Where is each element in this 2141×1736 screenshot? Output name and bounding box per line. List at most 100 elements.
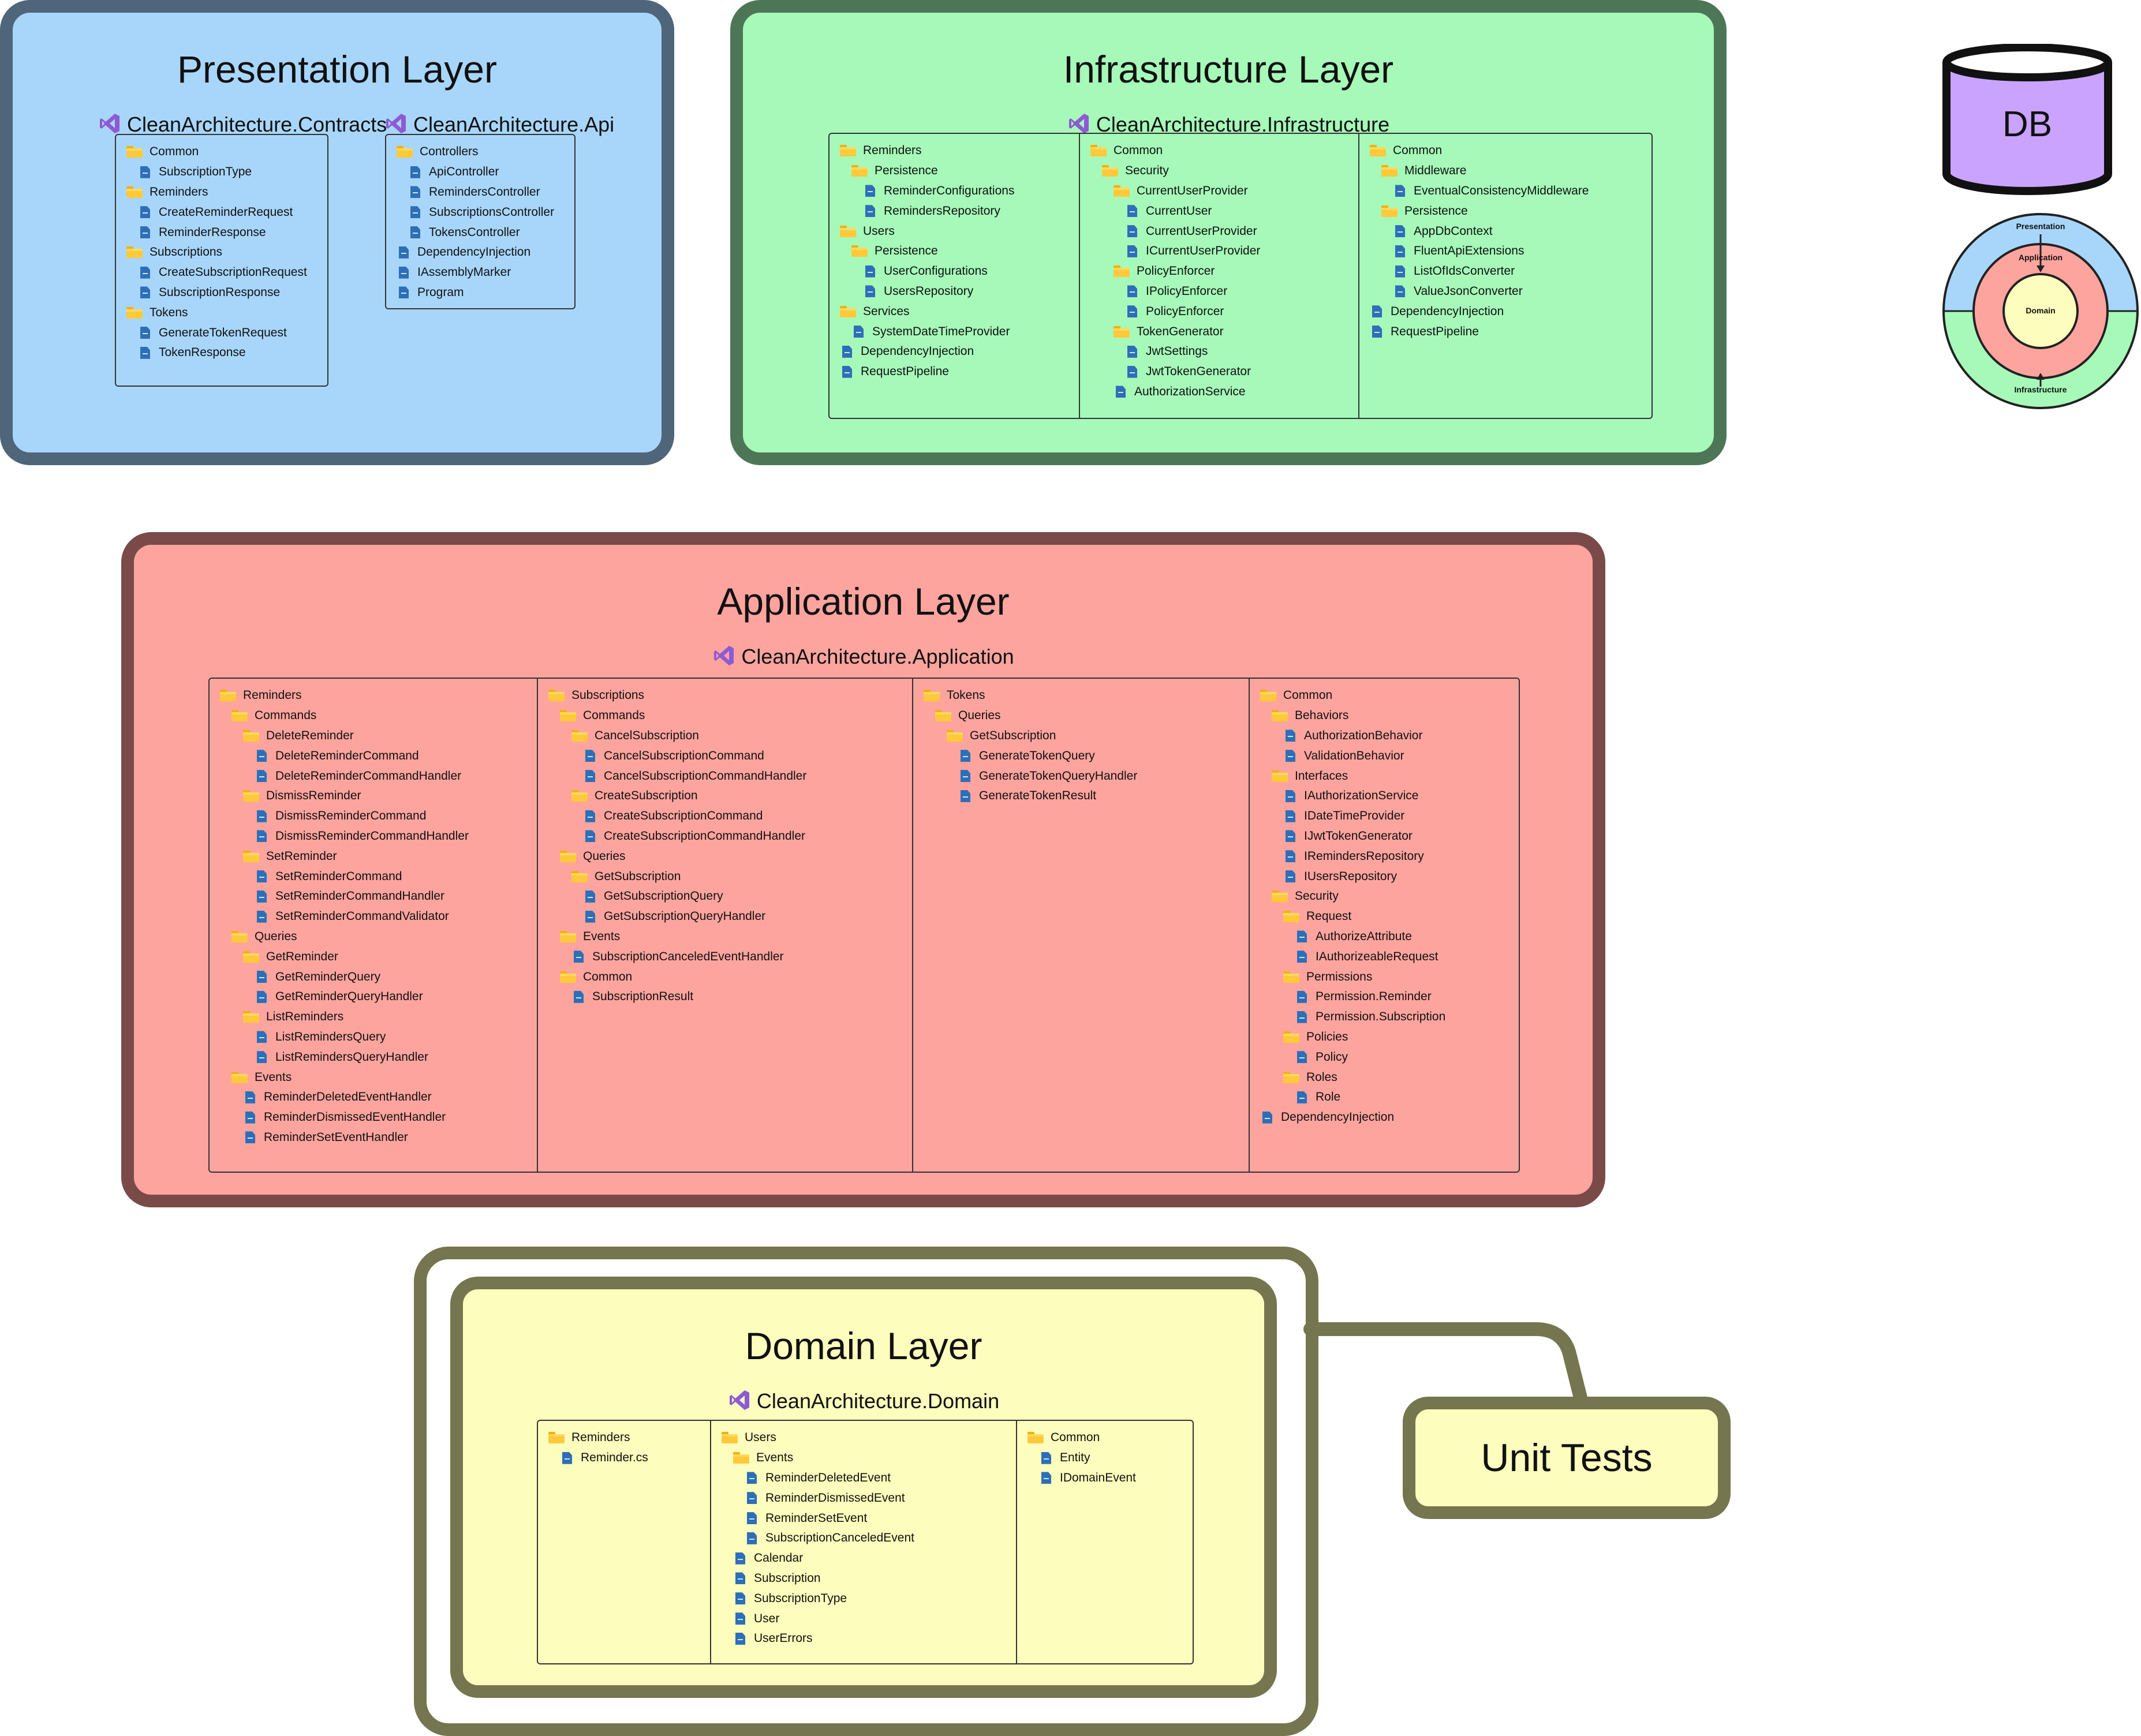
tree-item-label: SubscriptionResponse: [159, 285, 281, 299]
tree-file: PolicyEnforcer: [1090, 301, 1352, 321]
domain-project-title: CleanArchitecture.Domain: [463, 1389, 1264, 1417]
folder-icon: [851, 165, 868, 177]
folder-icon: [1272, 891, 1288, 903]
csharp-file-icon: [1286, 850, 1295, 863]
tree-folder: Users: [722, 1428, 1010, 1448]
csharp-file-icon: [735, 1612, 745, 1625]
tree-item-label: ValueJsonConverter: [1414, 284, 1523, 298]
csharp-file-icon: [1127, 245, 1137, 257]
tree-file: IDomainEvent: [1027, 1468, 1187, 1488]
csharp-file-icon: [1286, 729, 1295, 742]
tree-item-label: DependencyInjection: [417, 245, 531, 259]
tree-folder: Users: [840, 221, 1073, 241]
tree-item-label: Permissions: [1306, 970, 1373, 983]
tree-file: AuthorizeAttribute: [1260, 927, 1513, 947]
folder-icon: [571, 790, 588, 802]
tree-item-label: PolicyEnforcer: [1137, 264, 1215, 278]
tree-item-label: Queries: [958, 709, 1001, 723]
tree-file: IAuthorizationService: [1260, 786, 1513, 806]
csharp-file-icon: [257, 910, 267, 923]
project-name: CleanArchitecture.Domain: [756, 1389, 1000, 1413]
csharp-file-icon: [257, 990, 267, 1003]
tree-folder: Common: [1370, 141, 1646, 161]
csharp-file-icon: [961, 770, 970, 783]
tree-item-label: Commands: [583, 709, 645, 723]
unit-tests-label: Unit Tests: [1481, 1436, 1653, 1480]
tree-item-label: Common: [1283, 689, 1333, 702]
csharp-file-icon: [140, 226, 150, 239]
tree-item-label: GetSubscription: [595, 869, 681, 883]
tree-folder: CurrentUserProvider: [1090, 181, 1352, 201]
tree-item-label: SubscriptionType: [754, 1591, 847, 1605]
csharp-file-icon: [257, 1051, 267, 1064]
csharp-file-icon: [1395, 225, 1405, 238]
csharp-file-icon: [1297, 951, 1307, 963]
csharp-file-icon: [735, 1632, 745, 1645]
folder-icon: [231, 1071, 248, 1083]
tree-item-label: DismissReminder: [266, 789, 361, 803]
tree-item-label: Behaviors: [1295, 709, 1349, 723]
tree-folder: Queries: [924, 706, 1243, 726]
tree-item-label: Policy: [1316, 1050, 1348, 1064]
csharp-file-icon: [1041, 1472, 1051, 1484]
tree-file: RequestPipeline: [840, 362, 1073, 382]
tree-folder: DeleteReminder: [220, 726, 531, 746]
csharp-file-icon: [257, 830, 267, 843]
tree-item-label: Events: [756, 1451, 794, 1465]
tree-item-label: Subscriptions: [571, 689, 645, 702]
tree-item-label: Reminders: [863, 144, 922, 158]
folder-icon: [935, 710, 951, 722]
csharp-file-icon: [865, 205, 875, 218]
tree-folder: Events: [220, 1067, 531, 1087]
tree-item-label: SubscriptionResult: [592, 990, 694, 1004]
tree-folder: SetReminder: [220, 846, 531, 866]
csharp-file-icon: [735, 1552, 745, 1565]
tree-item-label: SetReminderCommandValidator: [275, 910, 449, 923]
tree-folder: Request: [1260, 907, 1513, 927]
tree-file: SubscriptionResponse: [126, 283, 322, 303]
tree-item-label: IAuthorizationService: [1304, 789, 1419, 803]
tree-item-label: Interfaces: [1295, 769, 1348, 783]
csharp-file-icon: [1041, 1451, 1051, 1464]
tree-item-label: Permission.Reminder: [1316, 990, 1432, 1004]
tree-folder: Reminders: [220, 686, 531, 706]
csharp-file-icon: [257, 1031, 267, 1043]
tree-item-label: SetReminderCommand: [275, 869, 402, 883]
tree-item-label: IAssemblyMarker: [417, 265, 511, 279]
tree-folder: Middleware: [1370, 161, 1646, 181]
tree-item-label: Calendar: [754, 1551, 804, 1565]
folder-icon: [1260, 690, 1276, 702]
tree-item-label: Common: [1051, 1431, 1100, 1445]
tree-item-label: ICurrentUserProvider: [1146, 244, 1261, 258]
tree-folder: CreateSubscription: [548, 786, 906, 806]
onion-diagram: Presentation Application Domain Infrastr…: [1940, 212, 2141, 410]
tree-file: Entity: [1027, 1448, 1187, 1468]
tree-file: IDateTimeProvider: [1260, 806, 1513, 826]
tree-item-label: Entity: [1060, 1451, 1090, 1465]
tree-folder: Permissions: [1260, 967, 1513, 987]
tree-item-label: RemindersController: [429, 185, 540, 199]
tree-file: CancelSubscriptionCommandHandler: [548, 766, 906, 786]
tree-item-label: Persistence: [875, 164, 938, 178]
tree-file: Subscription: [722, 1569, 1010, 1589]
tree-file: ReminderDismissedEvent: [722, 1488, 1010, 1508]
csharp-file-icon: [245, 1091, 255, 1103]
unit-tests-box: Unit Tests: [1403, 1397, 1731, 1519]
tree-file: GetSubscriptionQueryHandler: [548, 907, 906, 927]
tree-item-label: PolicyEnforcer: [1146, 304, 1224, 318]
tree-folder: Interfaces: [1260, 766, 1513, 786]
folder-icon: [571, 870, 588, 882]
tree-item-label: IAuthorizeableRequest: [1316, 949, 1438, 963]
tree-folder: Queries: [220, 927, 531, 947]
tree-file: SubscriptionCanceledEventHandler: [548, 946, 906, 967]
csharp-file-icon: [747, 1492, 757, 1505]
onion-label-presentation: Presentation: [2016, 222, 2065, 231]
tree-folder: Subscriptions: [548, 686, 906, 706]
tree-file: ICurrentUserProvider: [1090, 241, 1352, 261]
folder-icon: [560, 971, 576, 983]
folder-icon: [1283, 1071, 1299, 1083]
csharp-file-icon: [257, 770, 267, 783]
